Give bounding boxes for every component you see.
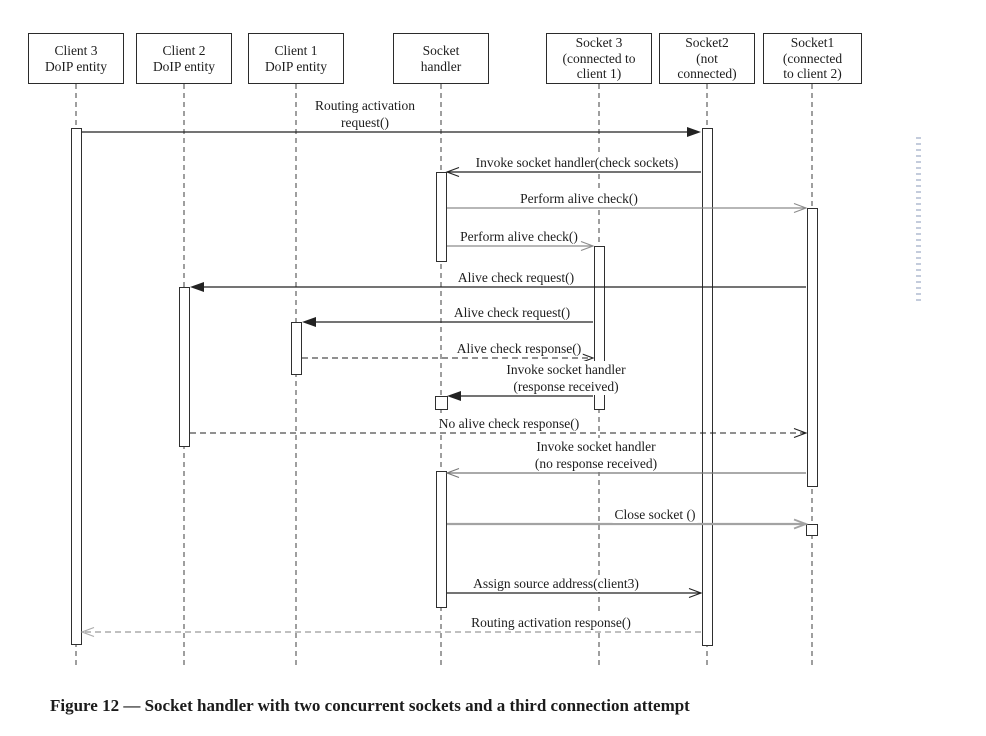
actor-label-line: client 1) bbox=[576, 66, 622, 82]
activation-bar-client1-6 bbox=[290, 322, 302, 375]
actor-label-line: Client 1 bbox=[274, 43, 318, 58]
activation-bar-socket-handler-2 bbox=[435, 172, 447, 262]
message-arrow-6 bbox=[302, 317, 593, 327]
actor-label-line: DoIP entity bbox=[152, 58, 216, 74]
actor-label-line: (connected bbox=[782, 50, 843, 66]
watermark-strip bbox=[916, 137, 921, 303]
message-arrow-9 bbox=[190, 427, 808, 439]
message-label-2: Invoke socket handler(check sockets) bbox=[473, 154, 681, 171]
activation-bar-socket-handler-7 bbox=[434, 396, 448, 410]
message-label-9: No alive check response() bbox=[436, 415, 582, 432]
message-arrow-4 bbox=[447, 240, 595, 252]
activation-bar-client2-5 bbox=[178, 287, 190, 447]
message-arrow-3 bbox=[447, 202, 808, 214]
activation-bar-client3-0 bbox=[70, 128, 82, 645]
actor-label-line: (connected to bbox=[562, 50, 636, 66]
actor-label-line: Socket1 bbox=[790, 35, 835, 51]
message-label-line: Invoke socket handler(check sockets) bbox=[475, 155, 679, 170]
message-arrow-12 bbox=[447, 587, 703, 599]
message-arrow-1 bbox=[82, 127, 701, 137]
message-label-line: (response received) bbox=[513, 379, 619, 394]
message-label-line: Alive check response() bbox=[456, 341, 582, 356]
message-label-line: Assign source address(client3) bbox=[473, 576, 639, 591]
message-arrow-8 bbox=[447, 391, 593, 401]
message-label-11: Close socket () bbox=[612, 506, 698, 523]
message-label-10: Invoke socket handler (no response receiv… bbox=[532, 438, 660, 472]
actor-label-line: DoIP entity bbox=[44, 58, 108, 74]
message-label-8: Invoke socket handler (response received) bbox=[504, 361, 628, 395]
message-label-line: Routing activation bbox=[314, 98, 416, 113]
message-label-4: Perform alive check() bbox=[458, 228, 580, 245]
message-label-line: (no response received) bbox=[534, 456, 658, 471]
message-label-3: Perform alive check() bbox=[518, 190, 640, 207]
activation-bar-socket-handler-8 bbox=[435, 471, 447, 608]
activation-bar-socket1-9 bbox=[806, 524, 818, 536]
message-label-5: Alive check request() bbox=[455, 269, 577, 286]
message-label-7: Alive check response() bbox=[454, 340, 584, 357]
message-label-line: Alive check request() bbox=[457, 270, 575, 285]
message-arrow-11 bbox=[447, 518, 809, 530]
message-label-13: Routing activation response() bbox=[469, 614, 633, 631]
message-arrow-2 bbox=[445, 166, 701, 178]
actor-label-line: Client 2 bbox=[162, 43, 206, 58]
actor-label-line: connected) bbox=[677, 66, 737, 82]
message-label-line: Invoke socket handler bbox=[536, 439, 656, 454]
message-label-line: Perform alive check() bbox=[460, 229, 578, 244]
message-label-line: Alive check request() bbox=[453, 305, 571, 320]
figure-caption: Figure 12 — Socket handler with two conc… bbox=[50, 696, 690, 715]
actor-label-line: DoIP entity bbox=[264, 58, 328, 74]
message-label-line: Invoke socket handler bbox=[506, 362, 626, 377]
activation-bar-socket2-1 bbox=[701, 128, 713, 646]
activation-bar-socket1-3 bbox=[806, 208, 818, 487]
actor-label-line: to client 2) bbox=[783, 66, 842, 82]
message-arrow-5 bbox=[190, 282, 806, 292]
activation-bar-socket3-4 bbox=[593, 246, 605, 410]
message-label-12: Assign source address(client3) bbox=[471, 575, 641, 592]
message-arrow-13 bbox=[80, 626, 701, 638]
actor-label-line: handler bbox=[420, 58, 462, 74]
actor-label-line: Socket bbox=[422, 43, 460, 58]
actor-label-line: Client 3 bbox=[54, 43, 98, 58]
message-arrow-10 bbox=[445, 467, 806, 479]
message-label-line: No alive check response() bbox=[438, 416, 580, 431]
message-label-line: Routing activation response() bbox=[471, 615, 631, 630]
message-label-line: Close socket () bbox=[614, 507, 696, 522]
message-label-1: Routing activation request() bbox=[312, 97, 418, 131]
actor-label-line: (not bbox=[696, 50, 718, 66]
message-label-line: Perform alive check() bbox=[520, 191, 638, 206]
actor-label-line: Socket 3 bbox=[575, 35, 623, 51]
message-label-6: Alive check request() bbox=[451, 304, 573, 321]
actor-label-line: Socket2 bbox=[685, 35, 729, 51]
message-label-line: request() bbox=[341, 115, 389, 130]
